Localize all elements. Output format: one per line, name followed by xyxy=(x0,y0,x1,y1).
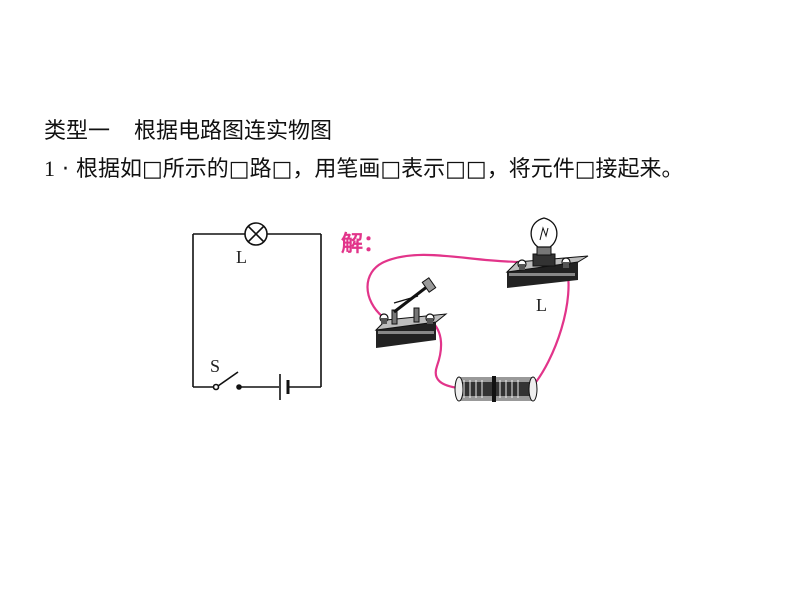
solution-label: 解： xyxy=(341,232,386,257)
question-text: 根据如□所示的□路□，用笔画□表示□□，将元件□接起来。 xyxy=(76,157,684,182)
section-title: 根据电路图连实物图 xyxy=(134,119,333,144)
schematic-switch-label: S xyxy=(210,356,220,376)
battery-symbol xyxy=(279,374,290,400)
circuit-schematic xyxy=(192,233,322,388)
solution-lamp-label: L xyxy=(536,295,547,315)
question-number: 1 xyxy=(44,156,55,181)
section-heading: 类型一根据电路图连实物图 xyxy=(44,118,332,146)
switch-symbol xyxy=(212,371,242,391)
question-separator: · xyxy=(62,157,69,182)
knife-switch xyxy=(374,277,448,348)
question-line: 1 · 根据如□所示的□路□，用笔画□表示□□，将元件□接起来。 xyxy=(44,155,684,184)
bulb-on-base xyxy=(505,217,589,288)
schematic-lamp-label: L xyxy=(236,247,247,267)
battery-pack xyxy=(454,376,538,402)
section-type-label: 类型一 xyxy=(44,119,111,144)
lamp-symbol xyxy=(244,222,268,246)
